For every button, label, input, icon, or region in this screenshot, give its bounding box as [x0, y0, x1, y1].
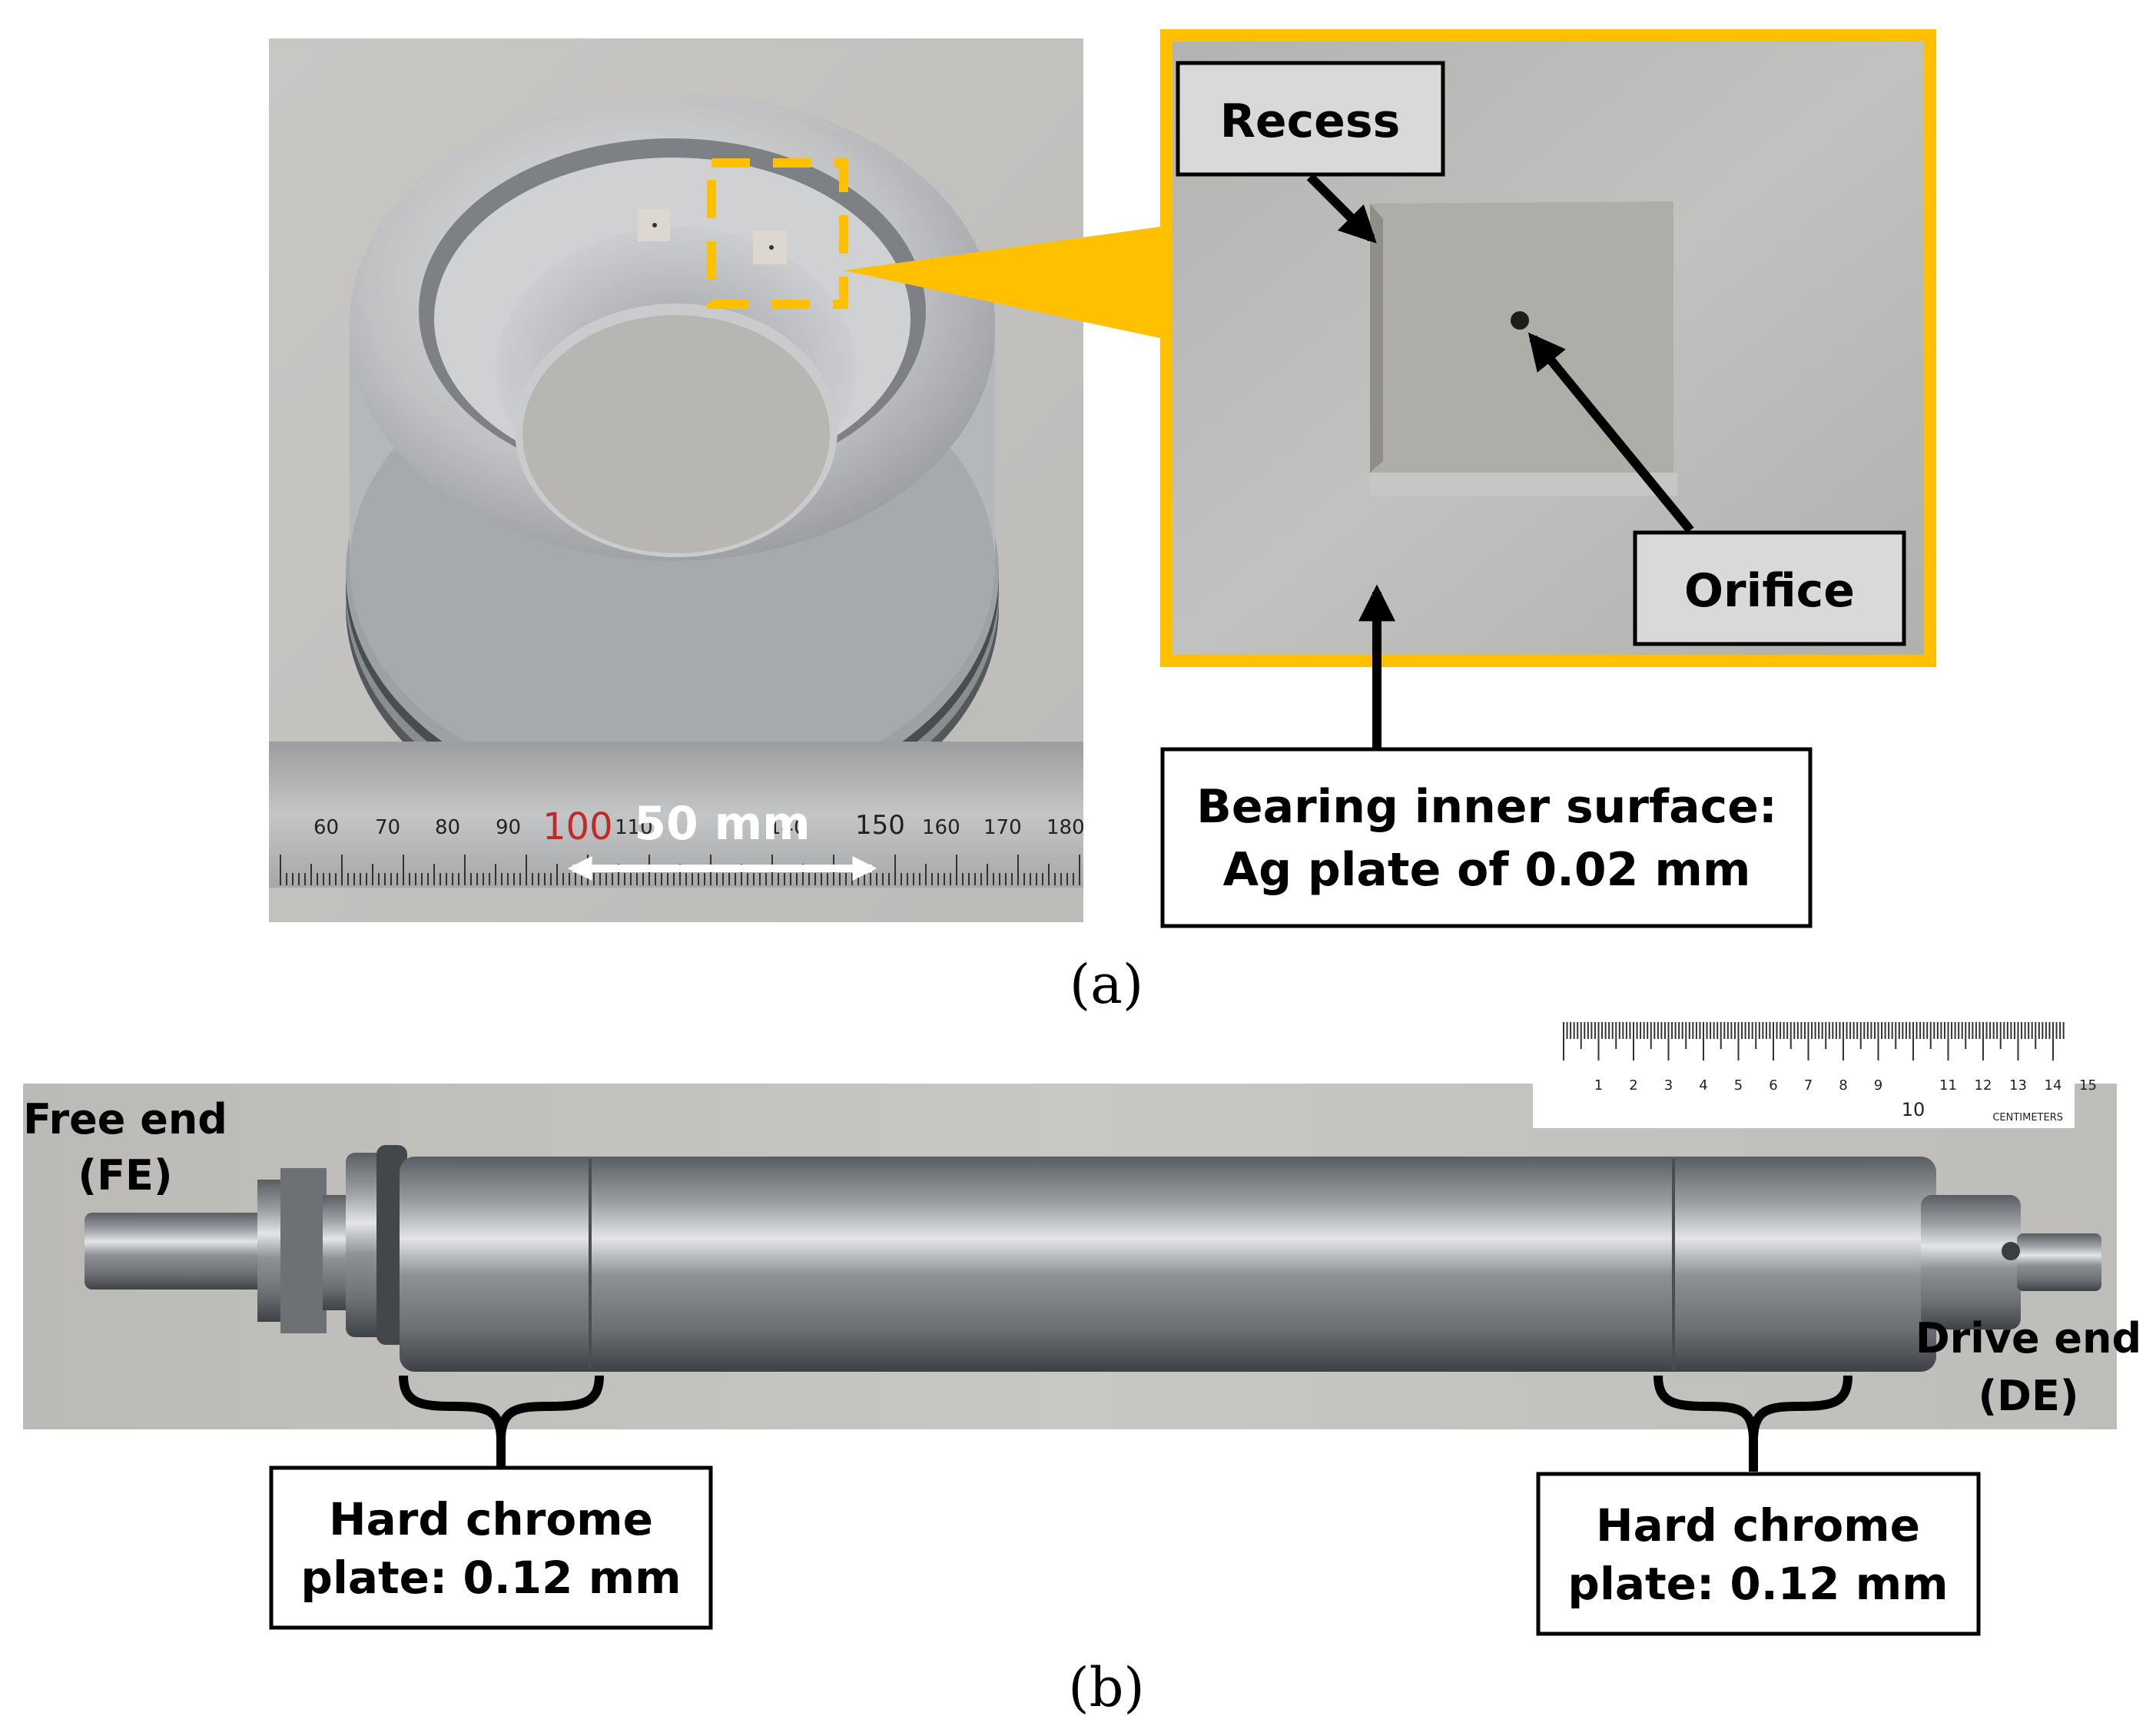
free-end-abbr: (FE)	[78, 1151, 172, 1200]
cm-ruler-number: 9	[1874, 1077, 1882, 1094]
cm-ruler-number: 15	[2079, 1077, 2097, 1094]
orifice-hole	[1511, 311, 1529, 330]
zoom-photo: Recess Orifice	[1160, 29, 1936, 749]
cm-ruler-number: 8	[1839, 1077, 1847, 1094]
free-end-label: Free end	[23, 1095, 227, 1144]
ruler-number: 160	[922, 816, 960, 839]
ruler-number: 180	[1046, 816, 1085, 839]
ruler-number: 100	[542, 805, 613, 848]
drive-end-abbr: (DE)	[1978, 1372, 2078, 1420]
ruler-number: 110	[615, 816, 653, 839]
ruler-number: 70	[375, 816, 400, 839]
caption-b: (b)	[1068, 1656, 1144, 1719]
caption-a: (a)	[1070, 953, 1143, 1016]
bearing-photo: 60 70 80 90 100 110 140 150 160 170 180 …	[269, 38, 1085, 922]
drive-end-label: Drive end	[1916, 1314, 2141, 1363]
ruler-number: 170	[983, 816, 1022, 839]
left-plate-label-line2: plate: 0.12 mm	[300, 1552, 681, 1604]
surface-label-line1: Bearing inner surface:	[1196, 780, 1777, 834]
cm-ruler-number: 13	[2009, 1077, 2027, 1094]
cm-ruler-number: 14	[2045, 1077, 2062, 1094]
orifice-label: Orifice	[1684, 564, 1855, 618]
cm-ruler-number: 3	[1664, 1077, 1673, 1094]
surface-label-line2: Ag plate of 0.02 mm	[1223, 843, 1751, 897]
zoom-connector	[844, 227, 1160, 338]
cm-ruler-number: 4	[1699, 1077, 1707, 1094]
left-plate-label-line1: Hard chrome	[329, 1493, 653, 1545]
cm-ruler-number: 1	[1594, 1077, 1603, 1094]
cm-ruler-number: 5	[1734, 1077, 1743, 1094]
orifice-arrow	[1527, 332, 1694, 533]
ruler-unit: CENTIMETERS	[1992, 1112, 2063, 1124]
ruler-number: 60	[313, 816, 339, 839]
cm-ruler-number: 11	[1939, 1077, 1957, 1094]
right-plate-label-line1: Hard chrome	[1596, 1499, 1920, 1552]
panel-a: 60 70 80 90 100 110 140 150 160 170 180 …	[269, 29, 1936, 1016]
ruler-number: 150	[855, 810, 905, 841]
cm-ruler-number: 6	[1769, 1077, 1777, 1094]
recess-label: Recess	[1220, 95, 1401, 148]
ruler-number: 140	[768, 816, 807, 839]
scale-label: 50 mm	[634, 797, 810, 851]
highlight-box	[707, 158, 848, 309]
cm-ruler-number: 7	[1804, 1077, 1813, 1094]
cm-ruler-number: 2	[1629, 1077, 1637, 1094]
cm-ruler-number: 12	[1975, 1077, 1992, 1094]
ruler-number: 80	[435, 816, 460, 839]
recess-arrow	[1306, 173, 1377, 244]
ruler-number: 90	[496, 816, 521, 839]
right-plate-label-line2: plate: 0.12 mm	[1567, 1558, 1948, 1610]
cm-ruler-number: 10	[1902, 1099, 1925, 1120]
